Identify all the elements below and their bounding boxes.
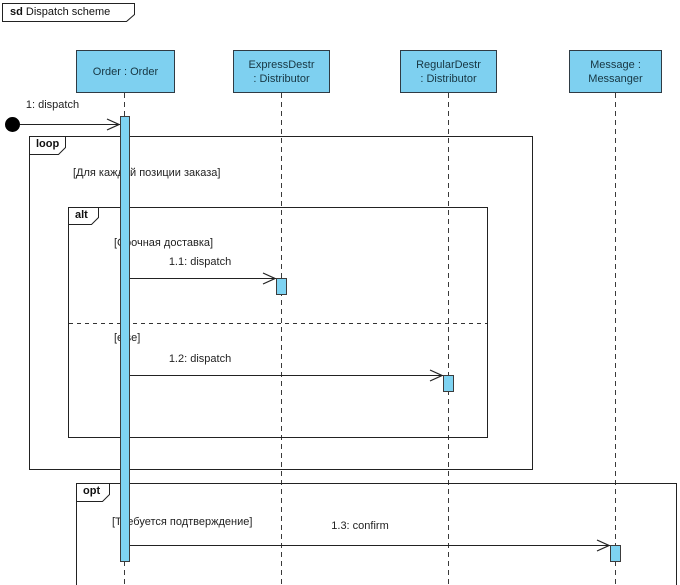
message-1-2-arrowhead-icon	[429, 369, 443, 382]
message-1-label: 1: dispatch	[25, 99, 80, 111]
opt-pentagon-icon	[76, 483, 110, 502]
diagram-title: sd Dispatch scheme	[10, 6, 110, 18]
lifeline-message[interactable]	[615, 93, 616, 585]
frame-pentagon-icon	[2, 3, 135, 22]
message-1-1-line	[130, 278, 276, 279]
loop-guard[interactable]: [Для каждой позиции заказа]	[73, 167, 221, 179]
message-1-arrowhead-icon	[106, 118, 120, 131]
message-1-3-label: 1.3: confirm	[331, 520, 389, 532]
lifeline-head-message-line2: Messanger	[588, 72, 643, 85]
lifeline-head-order-line1: Order : Order	[92, 65, 159, 78]
lifeline-head-regulardestr[interactable]: RegularDestr : Distributor	[400, 50, 497, 93]
loop-label: loop	[29, 136, 66, 155]
message-1-1-arrowhead-icon	[262, 272, 276, 285]
diagram-frame-label[interactable]: sd Dispatch scheme	[2, 3, 135, 22]
fragment-opt[interactable]: opt [Требуется подтверждение]	[76, 483, 677, 585]
activation-expressdestr[interactable]	[276, 278, 287, 295]
activation-order[interactable]	[120, 116, 130, 562]
alt-guard-urgent[interactable]: [Срочная доставка]	[114, 237, 214, 249]
lifeline-head-order[interactable]: Order : Order	[76, 50, 175, 93]
alt-keyword: alt	[75, 209, 88, 221]
alt-operand-separator	[69, 323, 487, 324]
message-1-1-label: 1.1: dispatch	[168, 256, 232, 268]
fragment-alt[interactable]: alt [Срочная доставка] [else]	[68, 207, 488, 438]
lifeline-head-regulardestr-line1: RegularDestr	[416, 58, 481, 71]
lifeline-head-message[interactable]: Message : Messanger	[569, 50, 662, 93]
loop-pentagon-icon	[29, 136, 66, 155]
loop-keyword: loop	[36, 138, 60, 150]
opt-guard[interactable]: [Требуется подтверждение]	[112, 516, 253, 528]
message-1-3-arrowhead-icon	[596, 539, 610, 552]
alt-label: alt	[68, 207, 99, 225]
activation-regulardestr[interactable]	[443, 375, 454, 392]
diagram-title-text: Dispatch scheme	[22, 6, 111, 18]
found-message-circle-icon	[5, 117, 20, 132]
opt-keyword: opt	[83, 485, 101, 497]
lifeline-head-message-line1: Message :	[590, 58, 641, 71]
message-1-line	[20, 124, 120, 125]
diagram-keyword: sd	[10, 6, 23, 18]
fragment-loop[interactable]: loop [Для каждой позиции заказа]	[29, 136, 533, 470]
lifeline-head-regulardestr-line2: : Distributor	[420, 72, 477, 85]
lifeline-expressdestr[interactable]	[281, 93, 282, 585]
lifeline-head-expressdestr-line1: ExpressDestr	[248, 58, 315, 71]
message-1-2-line	[130, 375, 443, 376]
alt-pentagon-icon	[68, 207, 99, 225]
opt-label: opt	[76, 483, 110, 502]
lifeline-head-expressdestr-line2: : Distributor	[253, 72, 310, 85]
lifeline-regulardestr[interactable]	[448, 93, 449, 585]
lifeline-head-expressdestr[interactable]: ExpressDestr : Distributor	[233, 50, 330, 93]
message-1-2-label: 1.2: dispatch	[168, 353, 232, 365]
message-1-3-line	[130, 545, 610, 546]
activation-message[interactable]	[610, 545, 621, 562]
